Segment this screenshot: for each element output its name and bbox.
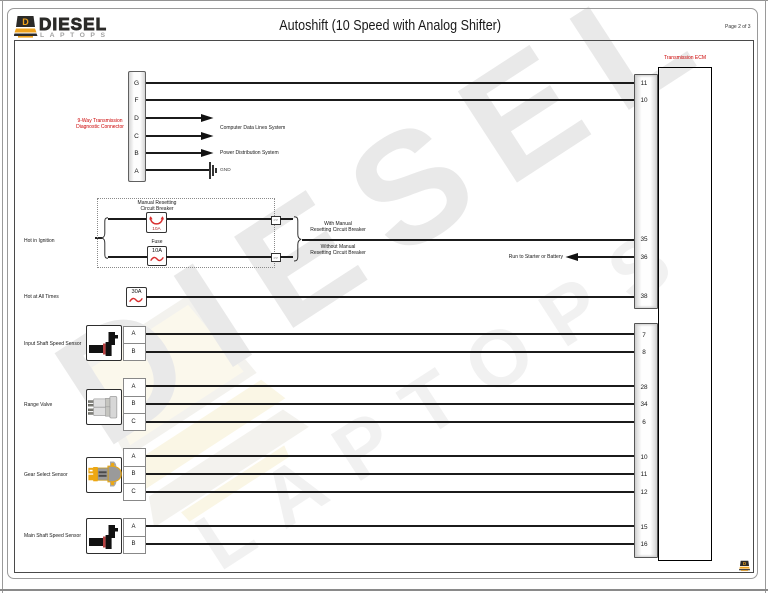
svg-text:D: D: [22, 17, 29, 27]
svg-text:D: D: [743, 561, 746, 566]
svg-text:LAPTOPS: LAPTOPS: [40, 32, 109, 38]
svg-text:DIESEL: DIESEL: [39, 14, 107, 34]
